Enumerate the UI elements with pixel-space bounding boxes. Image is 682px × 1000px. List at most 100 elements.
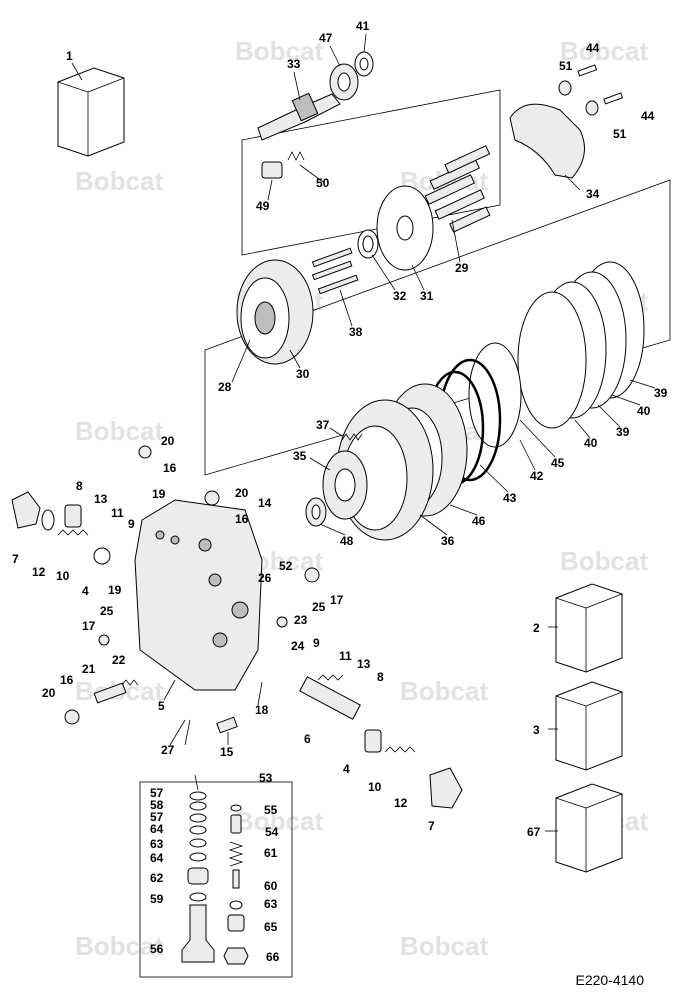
callout-17: 17 [330, 593, 344, 607]
watermark: Bobcat [235, 36, 323, 66]
watermark: Bobcat [75, 416, 163, 446]
callout-4: 4 [343, 762, 350, 776]
valve-body-5 [134, 499, 263, 691]
pin-44 [577, 64, 624, 105]
callout-35: 35 [293, 449, 307, 463]
pistons-29 [424, 145, 491, 233]
callout-39: 39 [654, 386, 668, 400]
callout-52: 52 [279, 559, 293, 573]
callout-63: 63 [150, 837, 164, 851]
callout-16: 16 [60, 673, 74, 687]
spring-50 [287, 151, 305, 161]
watermark: Bobcat [235, 806, 323, 836]
callout-11: 11 [111, 506, 124, 520]
callout-1: 1 [66, 49, 73, 63]
callout-37: 37 [316, 418, 330, 432]
callout-57: 57 [150, 786, 164, 800]
callout-20: 20 [161, 434, 175, 448]
output-shaft [257, 92, 341, 141]
callout-25: 25 [312, 600, 326, 614]
callout-63: 63 [264, 897, 278, 911]
callout-48: 48 [340, 534, 354, 548]
pins-38 [311, 247, 359, 295]
callout-6: 6 [304, 732, 311, 746]
callout-65: 65 [264, 920, 278, 934]
kit-box-1 [57, 67, 125, 157]
right-valve-stack [299, 674, 463, 809]
kit-box-67 [555, 783, 623, 873]
callout-16: 16 [235, 512, 249, 526]
leader-lines [71, 33, 656, 832]
callout-46: 46 [472, 514, 486, 528]
callout-60: 60 [264, 879, 278, 893]
callout-30: 30 [296, 367, 310, 381]
group-frames [139, 89, 671, 978]
callout-51: 51 [559, 59, 573, 73]
callout-61: 61 [264, 846, 278, 860]
callout-44: 44 [641, 109, 655, 123]
callout-2: 2 [533, 621, 540, 635]
callout-55: 55 [264, 803, 278, 817]
bushing-51 [558, 80, 599, 116]
callout-47: 47 [319, 31, 333, 45]
callout-9: 9 [128, 517, 135, 531]
callout-11: 11 [339, 649, 352, 663]
springs-37 [341, 433, 363, 441]
callout-23: 23 [294, 613, 308, 627]
callout-12: 12 [32, 565, 46, 579]
callout-16: 16 [163, 461, 177, 475]
callout-18: 18 [255, 703, 269, 717]
callout-14: 14 [258, 496, 272, 510]
callout-25: 25 [100, 604, 114, 618]
callout-10: 10 [56, 569, 70, 583]
callout-24: 24 [291, 639, 305, 653]
callout-41: 41 [356, 19, 370, 33]
callout-8: 8 [377, 670, 384, 684]
callout-7: 7 [12, 552, 19, 566]
callout-19: 19 [108, 583, 122, 597]
swash-plate-34 [509, 103, 585, 179]
callout-51: 51 [613, 127, 627, 141]
callout-34: 34 [586, 187, 600, 201]
bearing-48 [305, 497, 327, 527]
callout-7: 7 [428, 819, 435, 833]
watermark: Bobcat [400, 931, 488, 961]
callout-22: 22 [112, 653, 126, 667]
piston-49 [261, 161, 283, 179]
watermark: Bobcat [75, 931, 163, 961]
callout-42: 42 [530, 469, 544, 483]
callout-26: 26 [258, 571, 272, 585]
callout-31: 31 [420, 289, 434, 303]
callout-43: 43 [503, 491, 517, 505]
callout-17: 17 [82, 619, 96, 633]
callout-40: 40 [637, 404, 651, 418]
callout-32: 32 [393, 289, 407, 303]
callout-54: 54 [265, 825, 279, 839]
cylinder-block-30 [236, 259, 314, 365]
callout-21: 21 [82, 662, 96, 676]
callout-13: 13 [94, 492, 108, 506]
relief-valve-kit [181, 791, 249, 965]
callout-39: 39 [616, 425, 630, 439]
callout-59: 59 [150, 892, 164, 906]
callout-64: 64 [150, 822, 164, 836]
drawing-reference-code: E220-4140 [575, 972, 644, 988]
callout-67: 67 [527, 825, 541, 839]
callout-33: 33 [287, 57, 301, 71]
ring-32 [357, 229, 379, 259]
watermark: Bobcat [560, 36, 648, 66]
callout-28: 28 [218, 380, 232, 394]
callout-29: 29 [455, 261, 469, 275]
callout-57: 57 [150, 810, 164, 824]
callout-4: 4 [82, 584, 89, 598]
bearing-47 [329, 63, 359, 101]
callout-27: 27 [161, 743, 175, 757]
watermark: Bobcat [75, 166, 163, 196]
brake-discs [517, 261, 645, 429]
callout-3: 3 [533, 723, 540, 737]
watermark: Bobcat [400, 676, 488, 706]
callout-20: 20 [42, 686, 56, 700]
callout-44: 44 [586, 41, 600, 55]
callout-62: 62 [150, 871, 164, 885]
